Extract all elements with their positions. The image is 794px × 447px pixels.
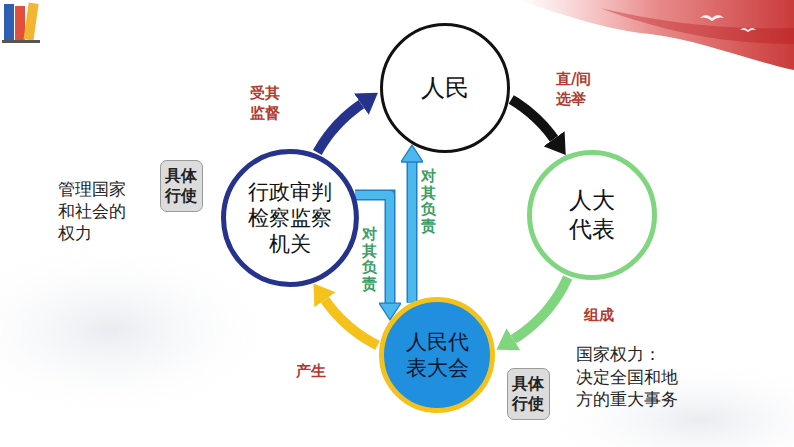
arrow-path (408, 162, 416, 303)
arrow-path (355, 195, 390, 303)
edge-label: 组成 (584, 306, 614, 326)
tag-label: 具体行使 (507, 368, 550, 420)
birds (700, 15, 756, 32)
red-brush (600, 8, 794, 44)
node-text: 人民 (409, 73, 481, 103)
tag-label: 具体行使 (160, 160, 203, 212)
cycle-arrow (511, 99, 554, 138)
circle-node: 人民 (380, 23, 510, 153)
arrow-path (513, 277, 567, 339)
edge-label: 对其负责 (421, 168, 436, 234)
circle-shape (530, 153, 655, 278)
book-icon (2, 2, 40, 43)
red-brush (520, 0, 794, 70)
circle-outline (379, 297, 495, 413)
circle-node: 人民代表大会 (379, 297, 495, 413)
node-text: 行政审判检察监察机关 (247, 179, 332, 258)
circle-shape (382, 25, 509, 152)
edge-label: 直/间选举 (556, 70, 595, 109)
cycle-arrow (317, 104, 361, 152)
note-text: 国家权力： (576, 343, 661, 365)
note-text: 决定全国和地方的重大事务 (576, 366, 680, 410)
node-text: 人大代表 (568, 186, 616, 244)
circle-node: 行政审判检察监察机关 (221, 149, 359, 287)
circle-node: 人大代表 (527, 150, 657, 280)
arrow-path (317, 104, 361, 152)
arrow-outline (355, 195, 390, 303)
cloud (540, 360, 794, 447)
cycle-arrow (325, 300, 378, 346)
node-text: 人民代表大会 (404, 329, 469, 382)
edge-label: 产生 (296, 362, 326, 382)
arrow-path (511, 99, 554, 138)
arrow-outline (407, 162, 418, 303)
circle-shape (382, 300, 493, 411)
responsibility-arrow (412, 162, 413, 303)
circle-shape (224, 152, 357, 285)
cloud (0, 240, 280, 420)
responsibility-arrow (355, 195, 390, 303)
edge-label: 对其负责 (362, 226, 377, 292)
arrow-path (325, 300, 378, 346)
note-text: 管理国家和社会的权力 (58, 178, 128, 244)
cycle-arrow (513, 277, 567, 339)
circle-outline (527, 150, 657, 280)
edge-label: 受其监督 (250, 84, 281, 123)
